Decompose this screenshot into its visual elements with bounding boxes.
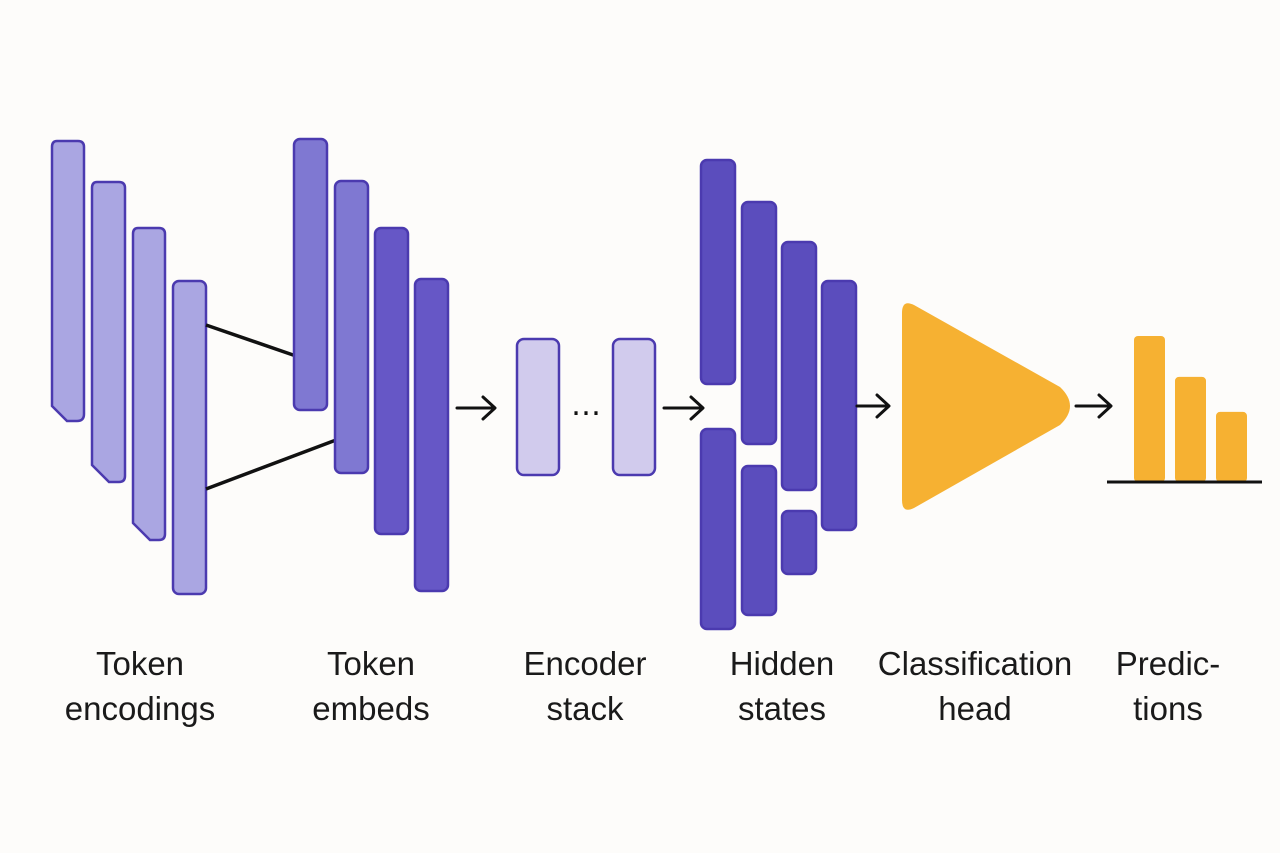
- hidden-states-group: [699, 158, 858, 631]
- connector-line: [205, 438, 337, 491]
- token-embed-bar: [373, 226, 410, 536]
- label-token-encodings: Token encodings: [30, 641, 250, 731]
- token-embed-bar: [292, 137, 329, 412]
- label-classification-head: Classification head: [865, 641, 1085, 731]
- hidden-state-bar: [820, 279, 858, 532]
- token-embed-bar: [333, 179, 370, 475]
- arrow-icon: [855, 393, 891, 419]
- encoder-ellipsis: …: [571, 388, 601, 423]
- label-line: tions: [1133, 690, 1203, 727]
- label-hidden-states: Hidden states: [672, 641, 892, 731]
- label-line: encodings: [64, 690, 216, 727]
- prediction-bar: [1175, 376, 1206, 482]
- label-line: stack: [546, 690, 624, 727]
- token-embed-bar: [413, 277, 450, 593]
- classification-head-triangle: [902, 303, 1070, 510]
- prediction-bar: [1216, 411, 1247, 482]
- token-encoding-bar: [90, 180, 127, 484]
- arrow-icon: [1074, 393, 1113, 419]
- label-encoder-stack: Encoder stack: [475, 641, 695, 731]
- prediction-bar: [1134, 336, 1165, 482]
- arrow-icon: [662, 395, 705, 421]
- label-line: Token: [326, 645, 416, 682]
- token-encoding-bar: [131, 226, 167, 542]
- connector-line: [205, 323, 297, 358]
- encoder-block: [611, 337, 657, 477]
- token-encoding-bar: [50, 139, 86, 423]
- label-line: head: [938, 690, 1012, 727]
- arrow-icon: [455, 395, 497, 421]
- hidden-state-bar: [699, 158, 737, 386]
- token-embeds-group: [292, 137, 450, 593]
- token-encoding-bar: [171, 279, 208, 596]
- label-line: states: [737, 690, 827, 727]
- token-encodings-group: [50, 139, 208, 596]
- label-line: Classification: [877, 645, 1073, 682]
- hidden-state-bar: [740, 200, 778, 446]
- encoder-stack-group: …: [515, 337, 657, 477]
- predictions-bars: [1134, 336, 1247, 482]
- encoder-block: [515, 337, 561, 477]
- label-line: embeds: [312, 690, 430, 727]
- hidden-state-bar: [780, 240, 818, 492]
- label-predictions: Predic- tions: [1058, 641, 1278, 731]
- hidden-state-bar: [699, 427, 737, 631]
- label-line: Hidden: [729, 645, 835, 682]
- label-line: Predic-: [1115, 645, 1221, 682]
- hidden-state-bar: [740, 464, 778, 617]
- label-line: Token: [95, 645, 185, 682]
- hidden-state-bar: [780, 509, 818, 576]
- label-token-embeds: Token embeds: [261, 641, 481, 731]
- label-line: Encoder: [523, 645, 647, 682]
